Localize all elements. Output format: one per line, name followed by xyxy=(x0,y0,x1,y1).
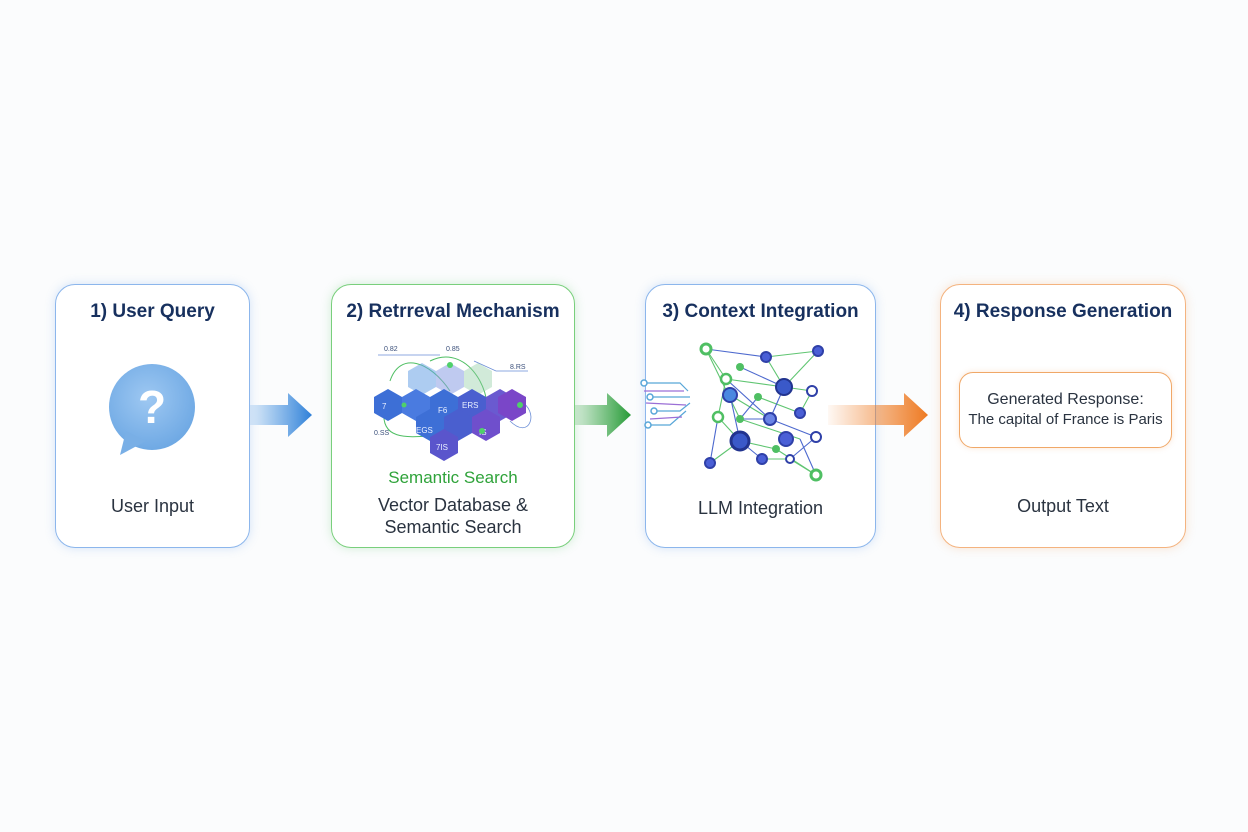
step-caption: Output Text xyxy=(1017,496,1109,516)
hex-label: 0.SS xyxy=(374,430,390,437)
orange-arrow xyxy=(828,393,928,437)
response-title: Generated Response: xyxy=(987,391,1144,408)
step-user-query: 1) User Query ? User Input xyxy=(55,284,250,548)
hex-label: 0.85 xyxy=(446,346,460,353)
step-title: 4) Response Generation xyxy=(953,301,1173,322)
step-caption: User Input xyxy=(110,496,195,516)
hex-label: 8.RS xyxy=(510,364,526,371)
step-title: 3) Context Integration xyxy=(662,301,859,322)
response-text: The capital of France is Paris xyxy=(968,411,1163,428)
step-title: 1) User Query xyxy=(90,301,215,322)
hex-label: F6 xyxy=(438,406,448,415)
blue-arrow xyxy=(250,393,312,437)
hex-label: EGS xyxy=(416,426,433,435)
semantic-search-label: Semantic Search xyxy=(388,468,518,487)
step-response-generation: 4) Response Generation Generated Respons… xyxy=(940,284,1186,548)
hex-label: 0.82 xyxy=(384,346,398,353)
hex-label: 7 xyxy=(382,402,387,411)
neural-network-icon xyxy=(640,342,824,482)
step-caption: Vector Database & Semantic Search xyxy=(332,494,574,538)
caption-line: Vector Database & xyxy=(377,495,529,515)
caption-line: Semantic Search xyxy=(384,517,522,537)
vector-hexagon-graph-icon: 0.82 0.85 8.RS 0.SS xyxy=(374,346,532,461)
question-bubble-icon: ? xyxy=(109,364,195,455)
svg-text:?: ? xyxy=(138,381,166,433)
green-arrow xyxy=(575,393,631,437)
step-title: 2) Retrreval Mechanism xyxy=(346,301,560,322)
hex-label: 7IS xyxy=(436,443,448,452)
generated-response-box: Generated Response: The capital of Franc… xyxy=(959,372,1172,448)
hex-label: ERS xyxy=(462,401,478,410)
step-retrieval-mechanism: 2) Retrreval Mechanism 0.82 0.85 8.RS 0.… xyxy=(331,284,575,548)
step-caption: LLM Integration xyxy=(697,498,824,518)
